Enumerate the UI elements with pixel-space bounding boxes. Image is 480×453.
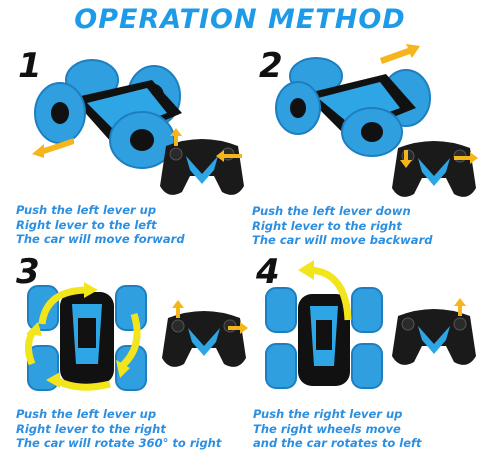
page-title: OPERATION METHOD [74, 4, 406, 35]
step-2-number: 2 [259, 46, 283, 86]
arrow-backward-icon [380, 44, 420, 64]
arrow-forward-icon [32, 138, 74, 158]
caption-line: Right lever to the right [252, 218, 402, 233]
caption-line: Push the left lever up [16, 407, 157, 421]
step-4-caption: Push the right lever up The right wheels… [253, 407, 422, 451]
step-2-caption: Push the left lever down Right lever to … [252, 204, 432, 248]
controller-image-step-2 [392, 141, 478, 197]
car-image-step-1 [34, 59, 182, 169]
step-4-number: 4 [256, 252, 280, 292]
caption-line: Right lever to the right [16, 421, 166, 436]
caption-line: Push the left lever up [16, 203, 157, 217]
car-image-step-3 [25, 282, 147, 391]
caption-line: The car will rotate 360° to right [16, 436, 222, 450]
controller-image-step-4 [392, 298, 476, 365]
step-1-caption: Push the left lever up Right lever to th… [16, 203, 185, 247]
step-3-number: 3 [16, 252, 40, 292]
caption-line: The car will move backward [252, 233, 433, 247]
step-1-number: 1 [18, 46, 42, 86]
controller-image-step-1 [160, 128, 244, 195]
caption-line: Push the right lever up [253, 407, 403, 421]
caption-line: Push the left lever down [252, 204, 411, 218]
controller-image-step-3 [162, 300, 248, 367]
caption-line: The right wheels move [253, 421, 401, 436]
caption-line: and the car rotates to left [253, 436, 422, 450]
caption-line: Right lever to the left [16, 217, 157, 232]
car-image-step-4 [265, 260, 383, 389]
car-image-step-2 [275, 57, 431, 157]
caption-line: The car will move forward [16, 232, 185, 246]
step-3-caption: Push the left lever up Right lever to th… [16, 407, 221, 451]
